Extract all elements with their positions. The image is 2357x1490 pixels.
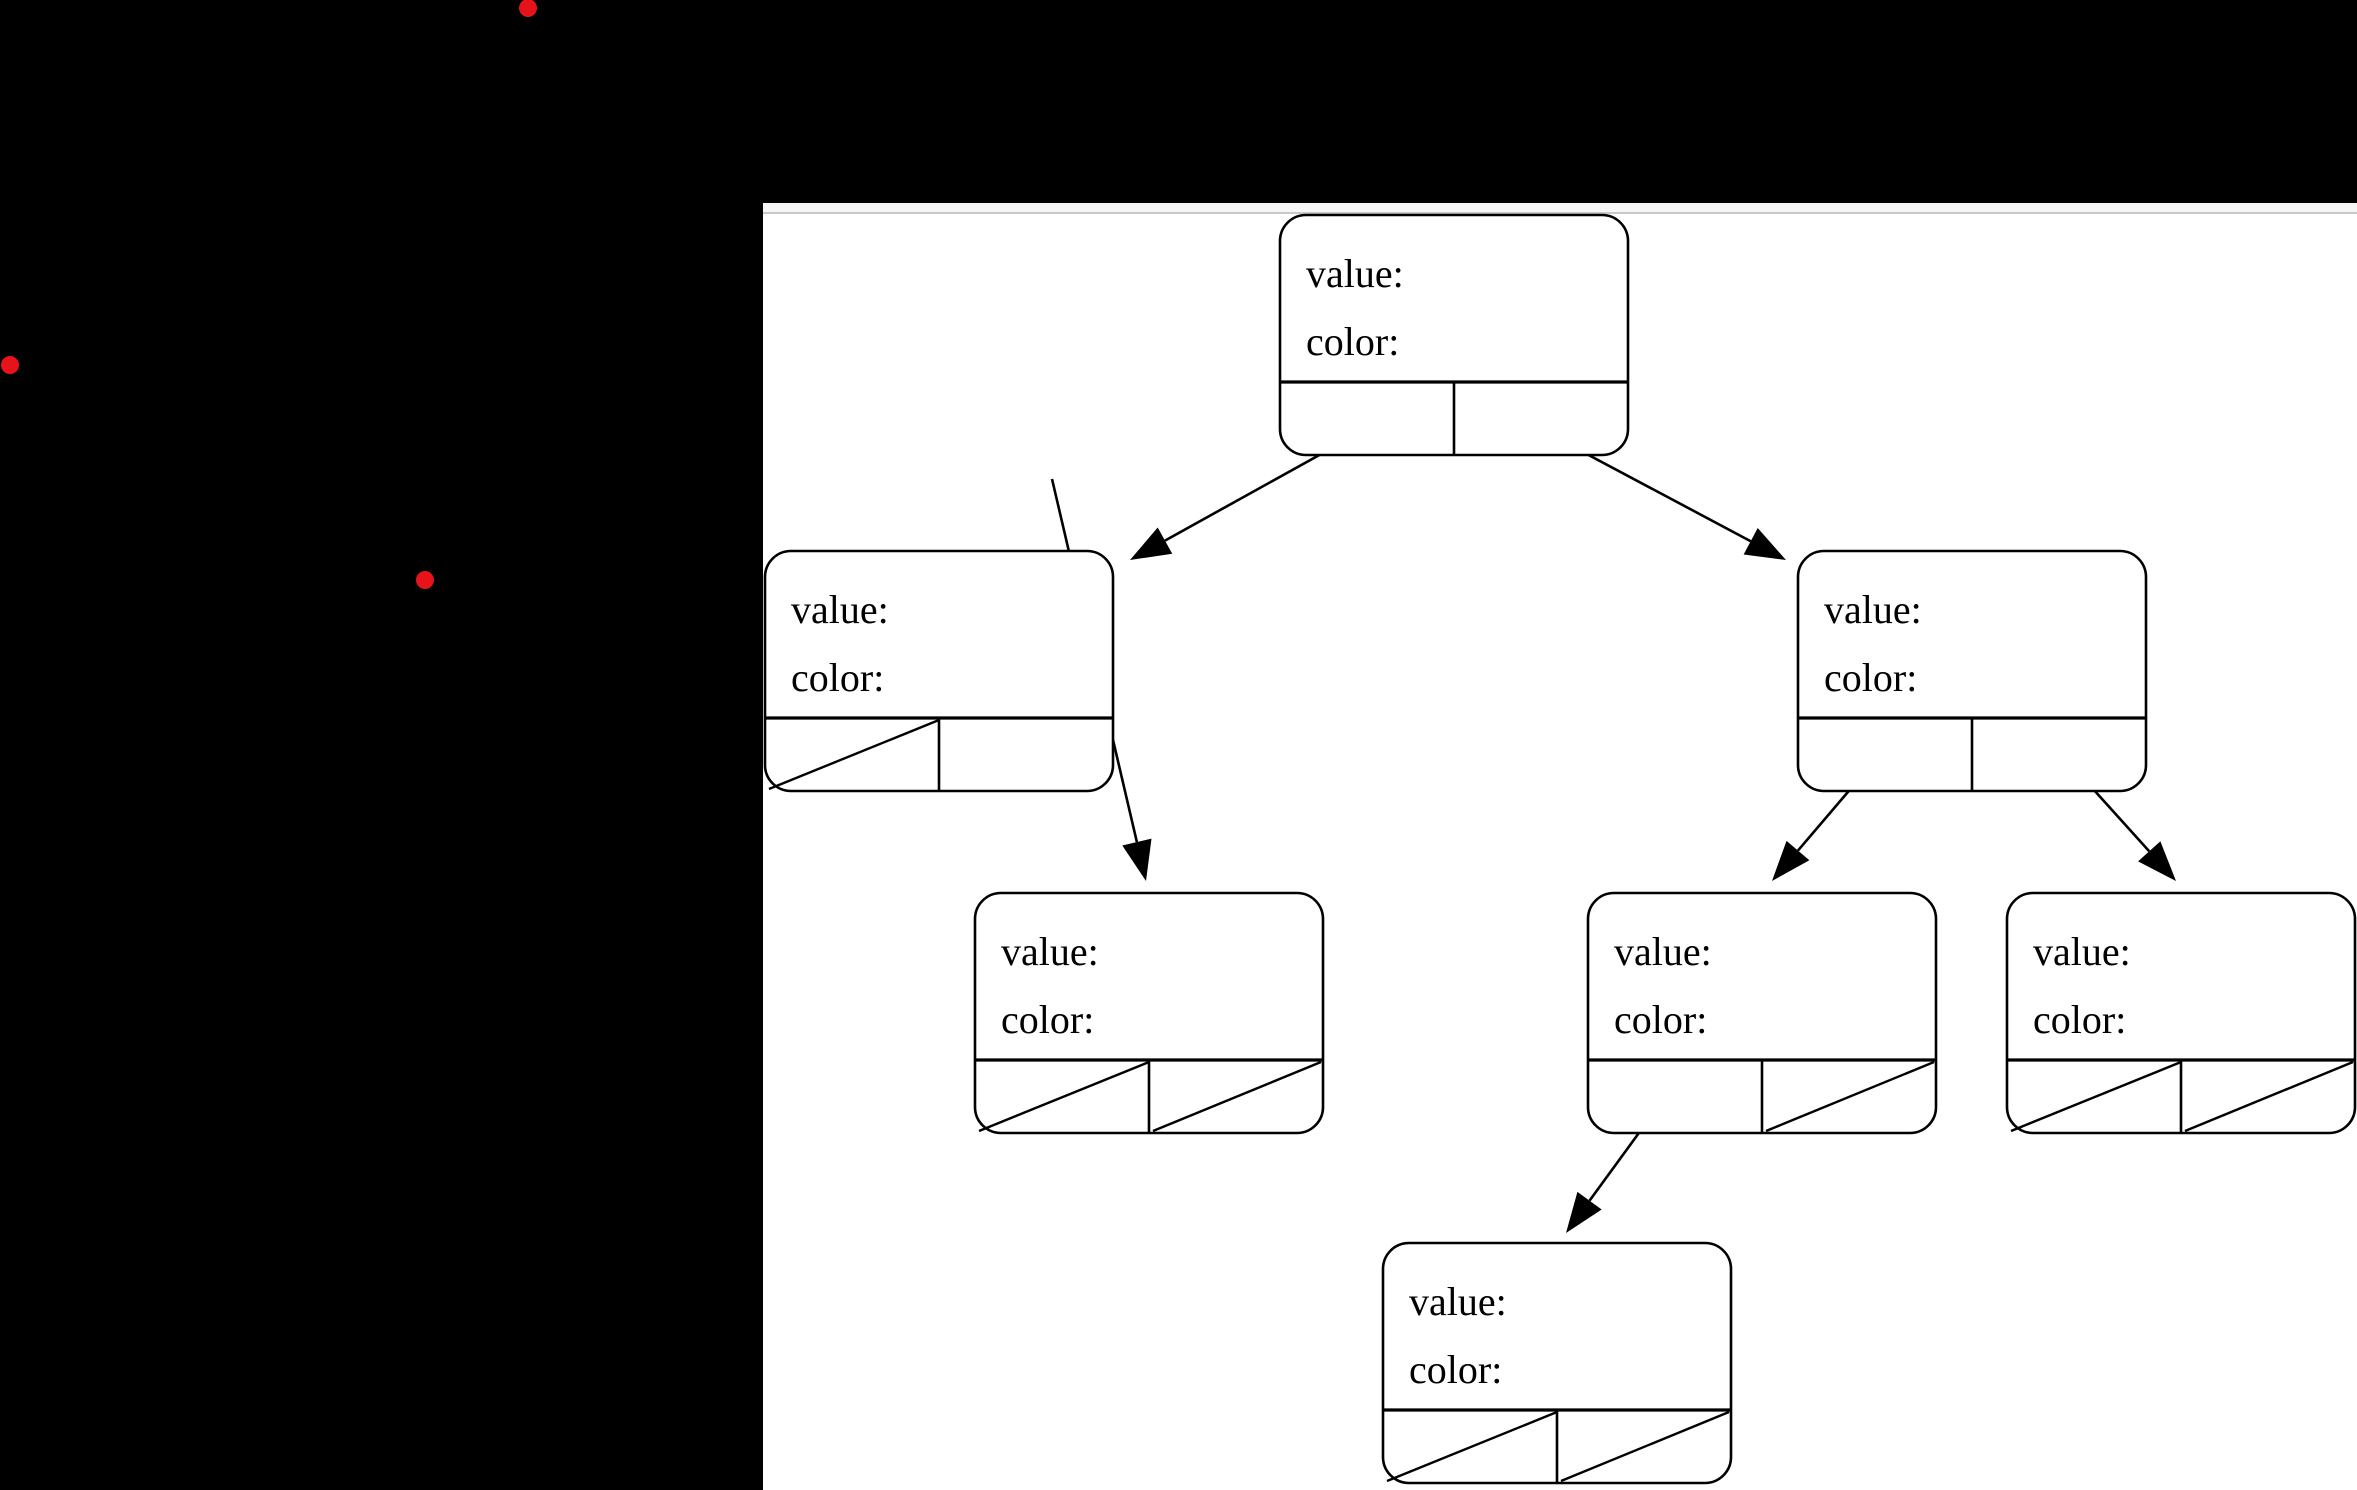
tree-node-left-right-leaf[interactable]: value: color: [973,891,1325,1135]
tree-node-right-child[interactable]: value: color: [1796,549,2148,793]
edge-rightchild-left [1772,778,1860,881]
node-color-label: color: [1001,997,1094,1042]
tree-node-deepest-leaf[interactable]: value: color: [1381,1241,1733,1485]
null-pointer-slash-right [2184,1060,2354,1133]
binary-tree-diagram[interactable]: value:color:value:color:value:color:valu… [763,203,2357,1490]
node-value-label: value: [1409,1279,1507,1324]
marker-dot-2 [1,356,19,374]
null-pointer-slash-right [1560,1410,1730,1483]
marker-dot-3 [416,571,434,589]
node-color-label: color: [1409,1347,1502,1392]
document-canvas[interactable]: value:color:value:color:value:color:valu… [763,203,2357,1490]
node-value-label: value: [1614,929,1712,974]
tree-node-left-child[interactable]: value: color: [763,549,1115,793]
node-color-label: color: [791,655,884,700]
tree-node-root[interactable]: value: color: [1278,213,1630,457]
null-pointer-slash-right [1765,1060,1935,1133]
node-value-label: value: [1001,929,1099,974]
node-value-label: value: [791,587,889,632]
marker-dot-1 [519,0,537,17]
node-color-label: color: [2033,997,2126,1042]
node-value-label: value: [1306,251,1404,296]
tree-node-right-right-leaf[interactable]: value: color: [2005,891,2357,1135]
tree-node-right-left-child[interactable]: value: color: [1586,891,1938,1135]
panel-top-strip [763,203,2357,212]
null-pointer-slash-left [978,1060,1150,1133]
node-color-label: color: [1824,655,1917,700]
node-value-label: value: [2033,929,2131,974]
edge-rightchild-right [2083,778,2176,881]
edge-root-left [1130,441,1342,560]
edge-root-right [1565,441,1786,560]
panel-top-rule [763,212,2357,214]
null-pointer-slash-left [1386,1410,1558,1483]
null-pointer-slash-right [1152,1060,1322,1133]
node-color-label: color: [1614,997,1707,1042]
null-pointer-slash-left [2010,1060,2182,1133]
node-value-label: value: [1824,587,1922,632]
null-pointer-slash-left [768,718,940,791]
node-color-label: color: [1306,319,1399,364]
